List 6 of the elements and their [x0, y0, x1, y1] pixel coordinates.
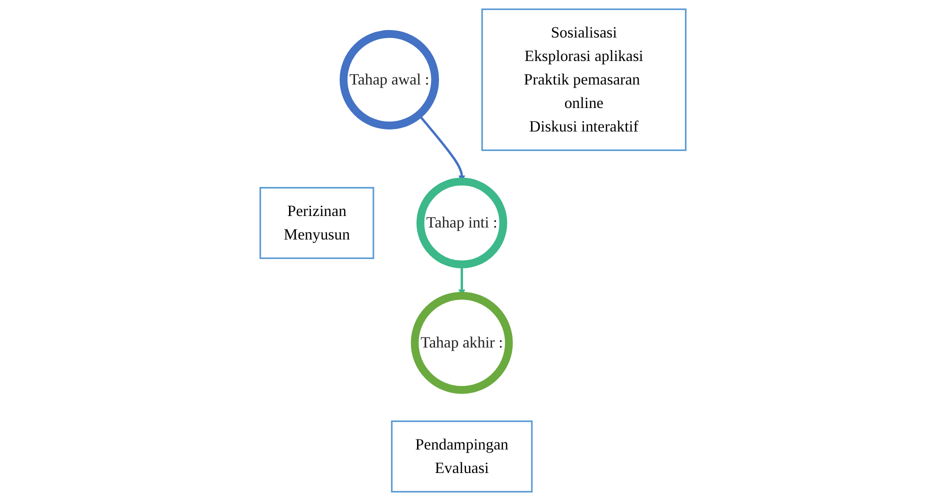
- node-circle: Tahap akhir :: [410, 292, 513, 394]
- node-box: Sosialisasi Eksplorasi aplikasi Praktik pemasaran online Diskusi interaktif: [481, 8, 686, 152]
- node-box: Perizinan Menyusun: [260, 186, 374, 260]
- node-box: Pendampingan Evaluasi: [391, 420, 533, 493]
- node-circle: Tahap awal :: [340, 30, 440, 130]
- node-circle: Tahap inti :: [416, 178, 508, 268]
